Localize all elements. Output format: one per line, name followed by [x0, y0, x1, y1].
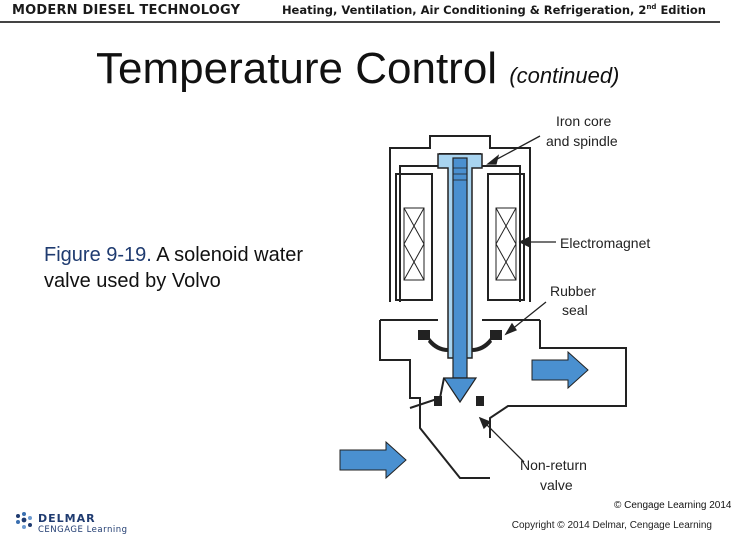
header-bar: MODERN DIESEL TECHNOLOGY Heating, Ventil…	[0, 0, 720, 23]
leader-arrows	[478, 135, 556, 463]
header-series-title: MODERN DIESEL TECHNOLOGY	[12, 3, 241, 18]
inlet-flow-arrow	[339, 440, 407, 480]
slide-title-main: Temperature Control	[96, 44, 498, 93]
solenoid-valve-diagram: Iron core and spindle Electromagnet Rubb…	[339, 113, 650, 493]
label-rubber-2: seal	[562, 302, 588, 318]
figure-caption-text: A solenoid water valve used by Volvo	[44, 244, 304, 292]
figure-caption: Figure 9-19. A solenoid water valve used…	[44, 242, 344, 294]
header-rule	[0, 21, 720, 23]
slide-title: Temperature Control (continued)	[96, 44, 619, 94]
header-book-title-tail: Edition	[656, 3, 706, 17]
copyright-notice: Copyright © 2014 Delmar, Cengage Learnin…	[511, 520, 712, 531]
figure-number: Figure 9-19.	[44, 244, 152, 266]
label-iron-core-2: and spindle	[546, 133, 618, 149]
label-electromagnet: Electromagnet	[560, 235, 650, 251]
image-credit: © Cengage Learning 2014	[614, 500, 731, 511]
label-iron-core-1: Iron core	[556, 113, 611, 129]
slide-title-suffix: (continued)	[509, 63, 620, 88]
delmar-logo-icon	[16, 512, 32, 529]
label-nonreturn-1: Non-return	[520, 457, 587, 473]
valve-body	[379, 319, 627, 479]
header-book-title: Heating, Ventilation, Air Conditioning &…	[282, 3, 706, 17]
header-book-title-main: Heating, Ventilation, Air Conditioning &…	[281, 3, 647, 17]
outlet-flow-arrow	[531, 350, 589, 390]
coil-windings	[403, 207, 517, 281]
logo-cengage-text: CENGAGE Learning	[38, 525, 128, 535]
logo-delmar-text: DELMAR	[38, 512, 96, 525]
iron-core-spindle	[442, 157, 478, 404]
label-nonreturn-2: valve	[540, 477, 573, 493]
header-book-title-sup: nd	[646, 3, 657, 12]
rubber-seals	[418, 330, 502, 406]
label-rubber-1: Rubber	[550, 283, 596, 299]
